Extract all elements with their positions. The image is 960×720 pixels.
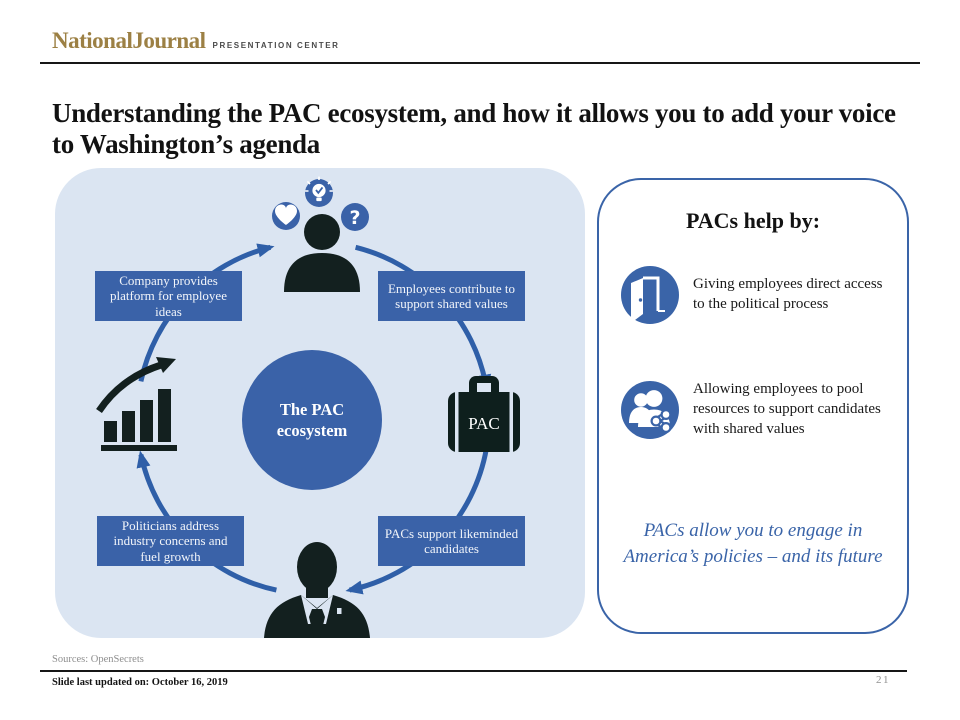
heart-icon <box>272 202 300 230</box>
svg-text:?: ? <box>349 207 360 229</box>
pacs-help-panel: PACs help by: Giving employees direct ac… <box>597 178 909 634</box>
footer-divider <box>40 670 907 672</box>
cycle-step-pacs-support: PACs support likeminded candidates <box>378 516 525 566</box>
app-logo: NationalJournal PRESENTATION CENTER <box>52 28 340 54</box>
panel-statement: PACs allow you to engage in America’s po… <box>623 520 883 567</box>
brand-name: NationalJournal <box>52 28 206 53</box>
question-icon: ? <box>341 203 369 231</box>
lightbulb-check-icon <box>305 176 333 207</box>
last-updated-note: Slide last updated on: October 16, 2019 <box>52 677 228 688</box>
panel-heading: PACs help by: <box>685 208 821 233</box>
pac-cycle-diagram: ? PAC <box>55 168 585 638</box>
cycle-diagram-canvas: ? PAC <box>96 176 520 638</box>
page-number: 21 <box>876 674 890 686</box>
panel-item-direct-access: Giving employees direct access to the po… <box>621 266 897 324</box>
pac-briefcase-icon: PAC <box>448 376 520 452</box>
panel-item-text: Giving employees direct access to the po… <box>693 276 883 312</box>
politician-icon <box>264 542 370 638</box>
header-divider <box>40 62 920 64</box>
page-title: Understanding the PAC ecosystem, and how… <box>52 98 896 159</box>
cycle-step-company-platform: Company provides platform for employee i… <box>95 271 242 321</box>
sources-note: Sources: OpenSecrets <box>52 654 144 665</box>
panel-item-text: Allowing employees to pool resources to … <box>693 381 881 437</box>
door-icon <box>621 266 679 324</box>
brand-tagline: PRESENTATION CENTER <box>212 41 340 50</box>
share-glyph <box>650 408 672 433</box>
cycle-step-politicians-address: Politicians address industry concerns an… <box>97 516 244 566</box>
panel-item-pool-resources: Allowing employees to pool resources to … <box>621 380 897 439</box>
people-share-icon <box>621 380 679 439</box>
briefcase-label: PAC <box>468 414 500 433</box>
growth-chart-icon <box>96 357 177 451</box>
cycle-step-employees-contribute: Employees contribute to support shared v… <box>378 271 525 321</box>
employee-person-icon <box>284 214 360 292</box>
cycle-center-hub: The PAC ecosystem <box>242 350 382 490</box>
